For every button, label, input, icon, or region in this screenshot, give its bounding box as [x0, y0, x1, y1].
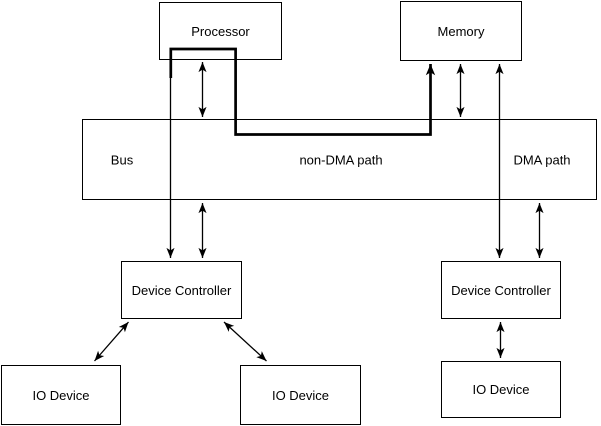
- processor-label: Processor: [191, 23, 250, 39]
- device-controller-left-node: Device Controller: [121, 261, 242, 319]
- io-device-right-label: IO Device: [472, 382, 530, 397]
- device-controller-right-label: Device Controller: [451, 282, 551, 298]
- device-controller-left-label: Device Controller: [131, 282, 232, 298]
- memory-label: Memory: [437, 23, 485, 39]
- bus-node: Bus non-DMA path DMA path: [82, 119, 597, 200]
- bus-label: Bus: [110, 152, 134, 167]
- device-controller-left-io-center-arrow: [223, 321, 267, 362]
- io-device-right-node: IO Device: [441, 361, 561, 418]
- dma-path-label: DMA path: [513, 152, 571, 167]
- io-device-center-label: IO Device: [271, 387, 330, 403]
- non-dma-path-label: non-DMA path: [299, 152, 383, 167]
- device-controller-left-io-left-arrow: [94, 321, 129, 362]
- io-device-left-label: IO Device: [32, 387, 90, 403]
- device-controller-right-node: Device Controller: [441, 261, 561, 319]
- io-device-left-node: IO Device: [1, 365, 121, 425]
- memory-node: Memory: [400, 1, 522, 61]
- io-device-center-node: IO Device: [240, 365, 361, 425]
- processor-node: Processor: [159, 2, 282, 60]
